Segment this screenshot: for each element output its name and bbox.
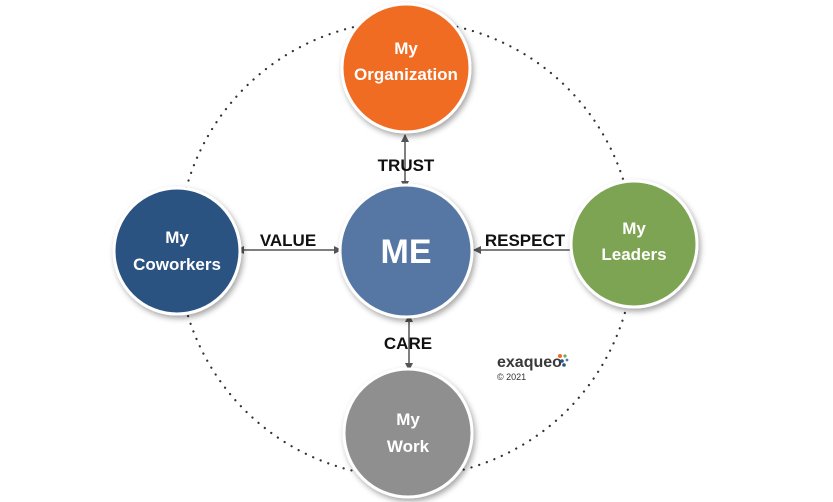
copyright-text: © 2021 (497, 372, 526, 382)
trust-label: TRUST (378, 156, 435, 175)
work-node: My Work (342, 367, 474, 499)
value-label: VALUE (260, 231, 316, 250)
care-label: CARE (384, 334, 432, 353)
work-node-line1: My (396, 410, 420, 429)
leaders-node-line1: My (622, 219, 646, 238)
me-node: ME (338, 183, 474, 319)
leaders-node-line2: Leaders (601, 245, 666, 264)
logo-dots-icon (558, 354, 569, 367)
respect-label: RESPECT (485, 231, 566, 250)
logo-wordmark: exaqueo (497, 354, 562, 371)
brand-logo: exaqueo © 2021 (497, 354, 569, 382)
me-label: ME (381, 233, 432, 271)
leaders-node: My Leaders (569, 179, 699, 309)
coworkers-node-line2: Coworkers (133, 255, 221, 274)
organization-node-line2: Organization (354, 65, 458, 84)
organization-node: My Organization (340, 2, 472, 134)
organization-node-line1: My (394, 39, 418, 58)
work-node-line2: Work (387, 437, 430, 456)
coworkers-node: My Coworkers (112, 186, 242, 316)
coworkers-node-line1: My (165, 228, 189, 247)
